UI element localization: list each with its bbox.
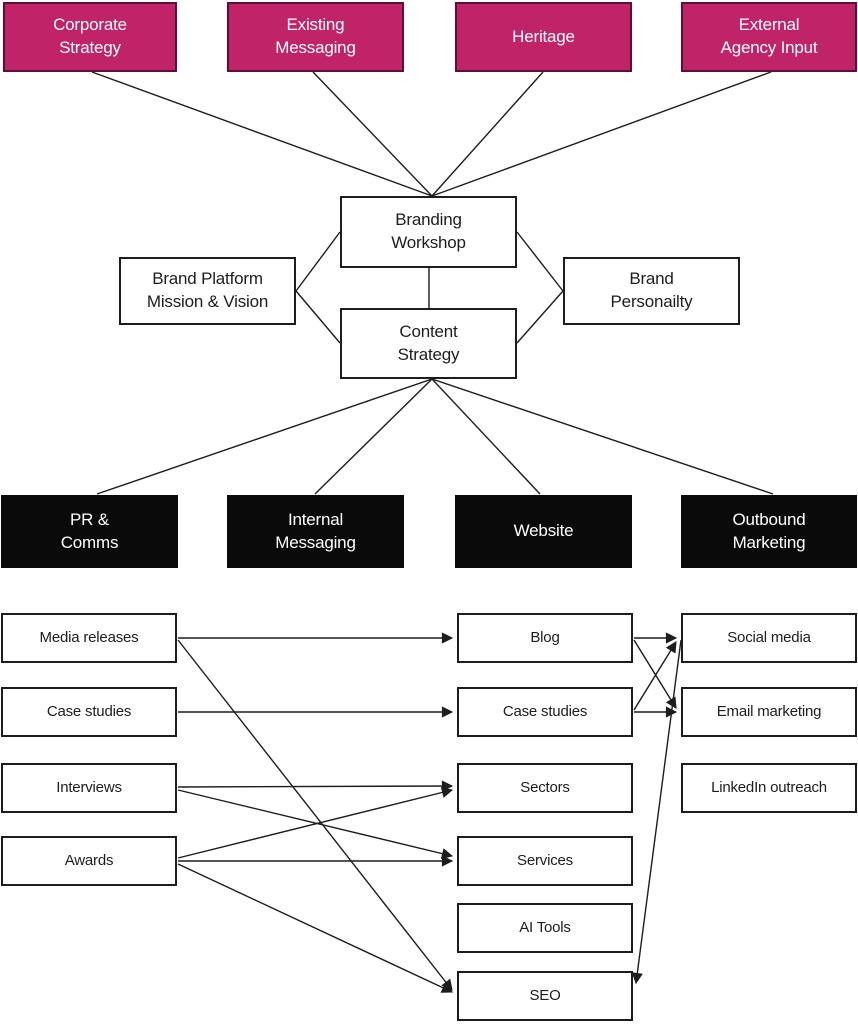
edge-heritage-branding-workshop	[431, 71, 544, 197]
node-case-studies-left: Case studies	[1, 687, 177, 737]
edge-brand-personality-branding-workshop	[516, 231, 564, 292]
node-branding-workshop: Branding Workshop	[340, 196, 517, 268]
node-seo: SEO	[457, 971, 633, 1021]
node-ai-tools: AI Tools	[457, 903, 633, 953]
node-existing-messaging: Existing Messaging	[227, 2, 404, 72]
edge-awards-sectors	[177, 786, 454, 859]
edge-content-strategy-outbound-marketing	[431, 378, 774, 495]
edge-brand-platform-content-strategy	[295, 290, 341, 344]
edge-case-studies-mid-social-media	[633, 641, 677, 711]
node-social-media: Social media	[681, 613, 857, 663]
edge-brand-personality-content-strategy	[516, 290, 564, 344]
node-content-strategy: Content Strategy	[340, 308, 517, 379]
node-blog: Blog	[457, 613, 633, 663]
edge-blog-email-marketing	[633, 639, 677, 709]
edge-external-agency-input-branding-workshop	[431, 71, 772, 197]
node-sectors: Sectors	[457, 763, 633, 813]
node-case-studies-mid: Case studies	[457, 687, 633, 737]
node-media-releases: Media releases	[1, 613, 177, 663]
edge-brand-platform-branding-workshop	[295, 231, 341, 292]
node-brand-platform: Brand Platform Mission & Vision	[119, 257, 296, 325]
edge-content-strategy-website	[431, 378, 541, 495]
edge-interviews-sectors	[177, 780, 454, 792]
edge-social-media-seo	[631, 639, 682, 985]
node-brand-personality: Brand Personailty	[563, 257, 740, 325]
edge-awards-seo	[177, 863, 454, 993]
node-pr-comms: PR & Comms	[1, 495, 178, 568]
node-services: Services	[457, 836, 633, 886]
node-interviews: Interviews	[1, 763, 177, 813]
node-corporate-strategy: Corporate Strategy	[3, 2, 177, 72]
node-outbound-marketing: Outbound Marketing	[681, 495, 857, 568]
node-heritage: Heritage	[455, 2, 632, 72]
edge-corporate-strategy-branding-workshop	[91, 71, 433, 197]
edge-existing-messaging-branding-workshop	[312, 71, 433, 197]
edge-media-releases-seo	[177, 639, 453, 991]
node-awards: Awards	[1, 836, 177, 886]
node-email-marketing: Email marketing	[681, 687, 857, 737]
node-external-agency-input: External Agency Input	[681, 2, 857, 72]
node-website: Website	[455, 495, 632, 568]
edge-content-strategy-internal-messaging	[314, 378, 433, 495]
node-internal-messaging: Internal Messaging	[227, 495, 404, 568]
edge-interviews-services	[177, 789, 454, 860]
node-linkedin-outreach: LinkedIn outreach	[681, 763, 857, 813]
edge-content-strategy-pr-comms	[96, 378, 433, 495]
